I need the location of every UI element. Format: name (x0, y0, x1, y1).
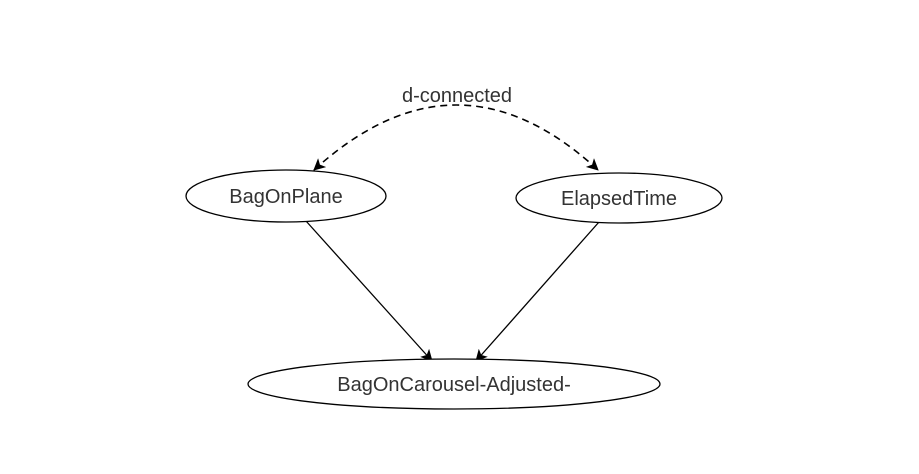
node-bag-on-plane: BagOnPlane (185, 169, 387, 223)
node-bag-on-carousel: BagOnCarousel-Adjusted- (247, 358, 661, 410)
edge-bagonplane-to-bagoncarousel (305, 220, 433, 362)
d-connected-label: d-connected (402, 85, 512, 107)
edge-elapsedtime-to-bagoncarousel (475, 221, 600, 362)
d-connected-edge (313, 104, 599, 171)
node-bag-on-carousel-label: BagOnCarousel-Adjusted- (337, 374, 570, 396)
node-elapsed-time: ElapsedTime (515, 172, 723, 224)
node-bag-on-plane-shape (185, 169, 387, 223)
node-elapsed-time-shape (515, 172, 723, 224)
node-elapsed-time-label: ElapsedTime (561, 188, 677, 210)
node-bag-on-carousel-shape (247, 358, 661, 410)
node-bag-on-plane-label: BagOnPlane (229, 186, 342, 208)
